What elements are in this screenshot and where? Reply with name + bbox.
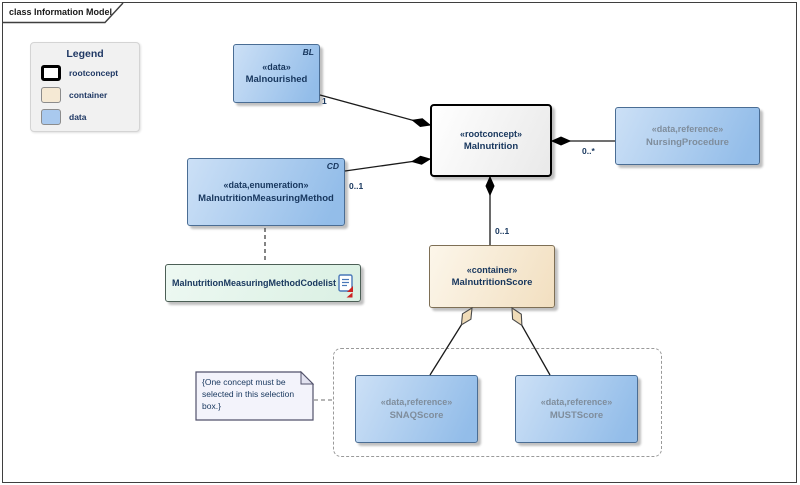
stereotype-label: «data»	[262, 61, 291, 72]
class-box-nursingprocedure[interactable]: «data,reference» NursingProcedure	[615, 107, 760, 165]
legend-item-rootconcept: rootconcept	[41, 64, 139, 82]
class-name: MalnutritionMeasuringMethodCodelist	[172, 278, 336, 288]
class-box-snaqscore[interactable]: «data,reference» SNAQScore	[355, 375, 478, 443]
stereotype-label: «data,enumeration»	[223, 180, 309, 191]
legend-title: Legend	[66, 48, 104, 60]
legend-item-container: container	[41, 86, 139, 104]
note-text: {One concept must be selected in this se…	[202, 377, 295, 411]
class-box-codelist[interactable]: MalnutritionMeasuringMethodCodelist	[165, 264, 361, 302]
legend-item-label: data	[69, 112, 87, 122]
class-box-malnutritionmeasuringmethod[interactable]: CD «data,enumeration» MalnutritionMeasur…	[187, 158, 345, 226]
class-name: Malnutrition	[463, 141, 519, 153]
document-icon	[338, 273, 353, 292]
rootconcept-swatch	[41, 65, 61, 81]
stereotype-label: «rootconcept»	[459, 128, 522, 139]
class-name: MUSTScore	[549, 409, 604, 421]
selection-group-box[interactable]	[333, 348, 662, 457]
stereotype-label: «data,reference»	[651, 124, 724, 135]
type-tag: BL	[302, 47, 314, 57]
class-name: Malnourished	[245, 74, 308, 86]
multiplicity-label: 0..*	[582, 146, 595, 156]
legend-item-label: rootconcept	[69, 68, 119, 78]
class-box-malnutrition[interactable]: «rootconcept» Malnutrition	[430, 104, 552, 177]
class-name: MalnutritionMeasuringMethod	[198, 192, 334, 204]
stereotype-label: «data,reference»	[380, 397, 453, 408]
data-swatch	[41, 109, 61, 125]
class-box-mustscore[interactable]: «data,reference» MUSTScore	[515, 375, 638, 443]
type-tag: CD	[326, 161, 339, 171]
multiplicity-label: 0..1	[349, 181, 364, 191]
stereotype-label: «container»	[466, 264, 518, 275]
class-name: SNAQScore	[389, 409, 444, 421]
class-name: MalnutritionScore	[451, 277, 533, 289]
multiplicity-label: 1	[322, 96, 327, 106]
stereotype-label: «data,reference»	[540, 397, 613, 408]
container-swatch	[41, 87, 61, 103]
class-box-malnourished[interactable]: BL «data» Malnourished	[233, 44, 320, 103]
legend-item-label: container	[69, 90, 108, 100]
diagram-title: class Information Model	[9, 7, 113, 17]
legend-box[interactable]: Legend rootconcept container data	[30, 42, 140, 132]
class-name: NursingProcedure	[646, 136, 729, 148]
legend-item-data: data	[41, 108, 139, 126]
link-indicator-icon	[346, 292, 353, 298]
multiplicity-label: 0..1	[495, 226, 510, 236]
class-box-malnutritionscore[interactable]: «container» MalnutritionScore	[429, 245, 555, 308]
